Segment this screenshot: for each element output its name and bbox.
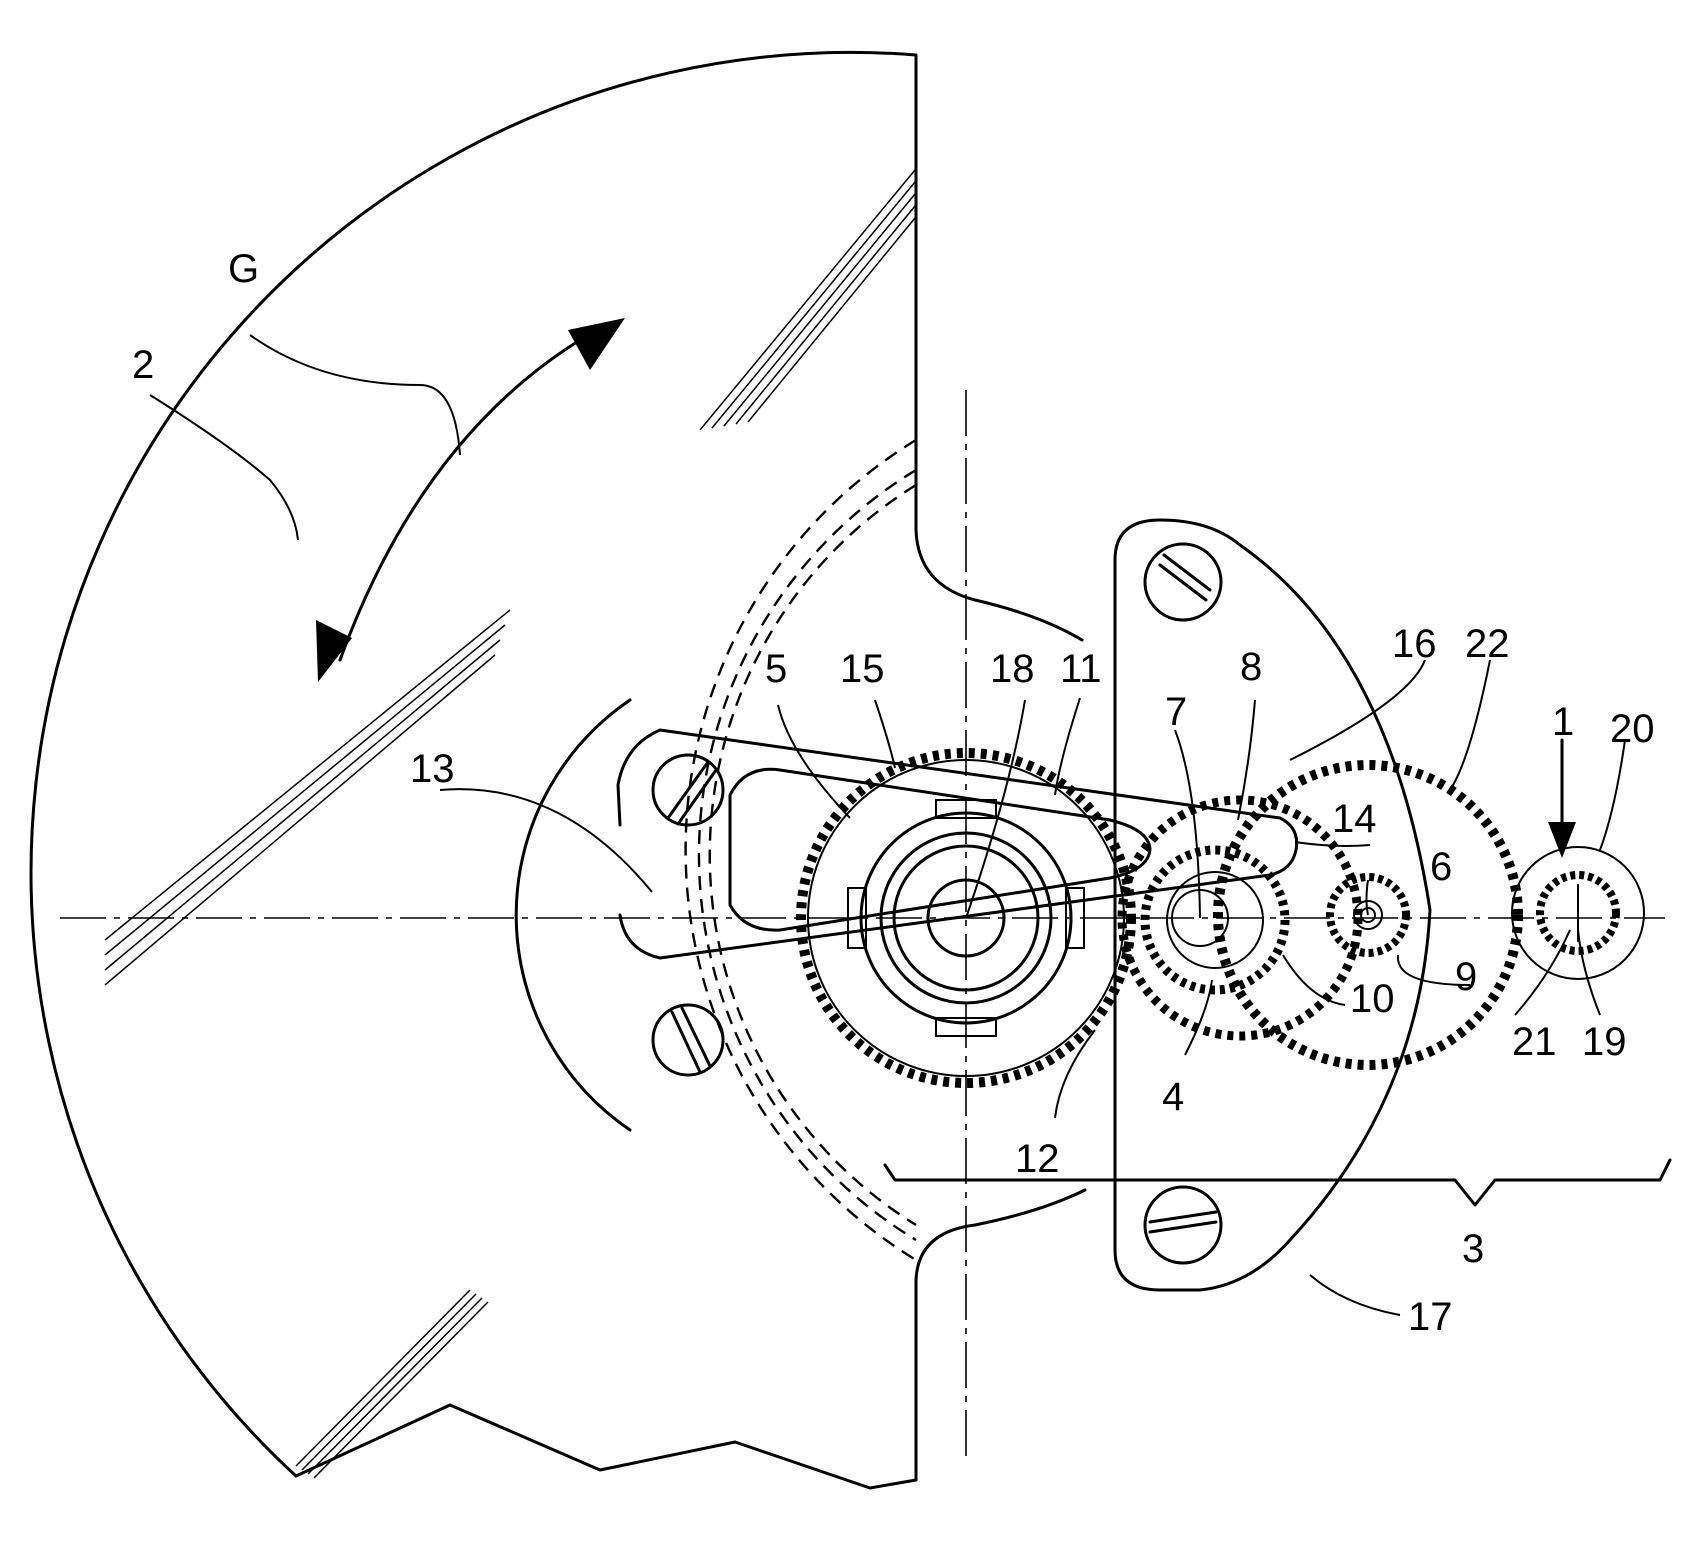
rotation-arrow [316, 318, 625, 682]
plate-17 [1115, 520, 1430, 1290]
label-9: 9 [1455, 955, 1477, 999]
label-22: 22 [1465, 622, 1510, 666]
label-5: 5 [765, 647, 787, 691]
label-1: 1 [1552, 700, 1574, 744]
label-18: 18 [990, 647, 1035, 691]
label-21: 21 [1512, 1020, 1557, 1064]
label-16: 16 [1392, 622, 1437, 666]
label-8: 8 [1240, 645, 1262, 689]
bridge-arc [516, 700, 630, 1130]
label-11: 11 [1060, 647, 1102, 691]
label-G: G [228, 247, 259, 291]
rotor-hatching [105, 170, 915, 1478]
plate-screws [1145, 544, 1221, 1263]
hidden-circles [686, 440, 916, 1260]
label-17: 17 [1408, 1295, 1453, 1339]
label-19: 19 [1582, 1020, 1627, 1064]
label-6: 6 [1430, 845, 1452, 889]
label-13: 13 [410, 747, 455, 791]
input-arrow [1548, 740, 1576, 858]
label-3: 3 [1462, 1227, 1484, 1271]
label-14: 14 [1332, 797, 1377, 841]
rotor-outline [31, 52, 1085, 1488]
bracket-3 [885, 1160, 1670, 1205]
label-20: 20 [1610, 707, 1655, 751]
label-15: 15 [840, 647, 885, 691]
label-2: 2 [132, 343, 154, 387]
label-10: 10 [1350, 977, 1395, 1021]
label-12: 12 [1015, 1137, 1060, 1181]
label-7: 7 [1165, 690, 1187, 734]
label-4: 4 [1162, 1075, 1184, 1119]
